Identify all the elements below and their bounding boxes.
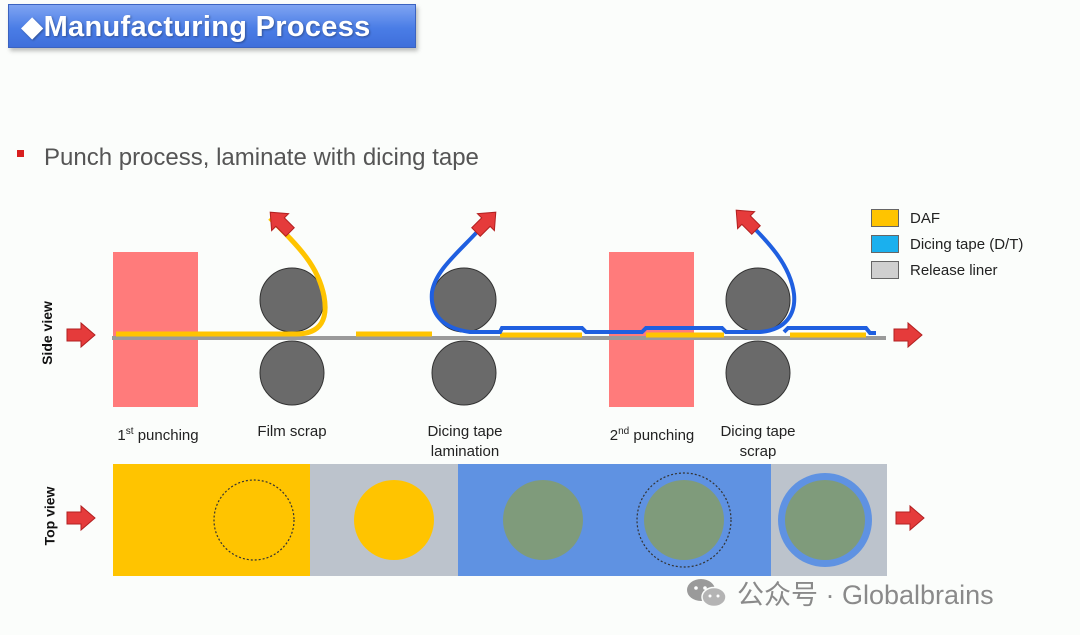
daf-disc bbox=[354, 480, 434, 560]
roller-film-scrap-top bbox=[259, 267, 325, 333]
side-view-label: Side view bbox=[38, 301, 55, 365]
dicing-tape-line-tail bbox=[782, 326, 876, 335]
arrow-right-icon bbox=[66, 322, 96, 348]
roller-tape-scrap-bottom bbox=[725, 340, 791, 406]
legend-label: Release liner bbox=[910, 261, 998, 279]
legend-swatch bbox=[871, 209, 899, 227]
top-view-label: Top view bbox=[41, 486, 58, 546]
watermark: 公众号 · Globalbrains bbox=[685, 573, 994, 612]
legend-item-release-liner: Release liner bbox=[871, 257, 1023, 283]
arrow-right-icon bbox=[66, 505, 96, 531]
punch-station-1 bbox=[113, 252, 198, 407]
subtitle: Punch process, laminate with dicing tape bbox=[44, 144, 479, 171]
page-title: ◆Manufacturing Process bbox=[21, 10, 371, 43]
daf-film-layer bbox=[116, 216, 328, 337]
daf-on-tape-disc bbox=[644, 480, 724, 560]
arrow-right-icon bbox=[895, 505, 925, 531]
wechat-icon bbox=[687, 578, 727, 607]
legend-item-dicing-tape: Dicing tape (D/T) bbox=[871, 231, 1023, 257]
legend-label: DAF bbox=[910, 209, 940, 227]
roller-tape-scrap-top bbox=[725, 267, 791, 333]
punch-outline-2 bbox=[636, 472, 732, 568]
roller-lamination-bottom bbox=[431, 340, 497, 406]
roller-film-scrap-bottom bbox=[259, 340, 325, 406]
dicing-tape-line bbox=[429, 212, 797, 334]
legend-swatch bbox=[871, 261, 899, 279]
legend: DAF Dicing tape (D/T) Release liner bbox=[871, 205, 1023, 283]
top-view-daf-area bbox=[113, 464, 310, 576]
watermark-text: 公众号 · Globalbrains bbox=[737, 580, 994, 610]
legend-swatch bbox=[871, 235, 899, 253]
arrow-up-left-icon bbox=[261, 203, 299, 241]
arrow-right-icon bbox=[893, 322, 923, 348]
legend-item-daf: DAF bbox=[871, 205, 1023, 231]
legend-label: Dicing tape (D/T) bbox=[910, 235, 1024, 253]
stage-label-1st-punching: 1st punching bbox=[117, 426, 199, 444]
bullet-marker bbox=[17, 150, 24, 157]
punch-outline-1 bbox=[213, 479, 295, 561]
header-bar: ◆Manufacturing Process bbox=[8, 4, 416, 48]
daf-on-tape-disc bbox=[785, 480, 865, 560]
stage-label-film-scrap: Film scrap bbox=[257, 423, 327, 440]
daf-on-tape-disc bbox=[503, 480, 583, 560]
stage-label-2nd-punching: 2nd punching bbox=[609, 426, 695, 444]
